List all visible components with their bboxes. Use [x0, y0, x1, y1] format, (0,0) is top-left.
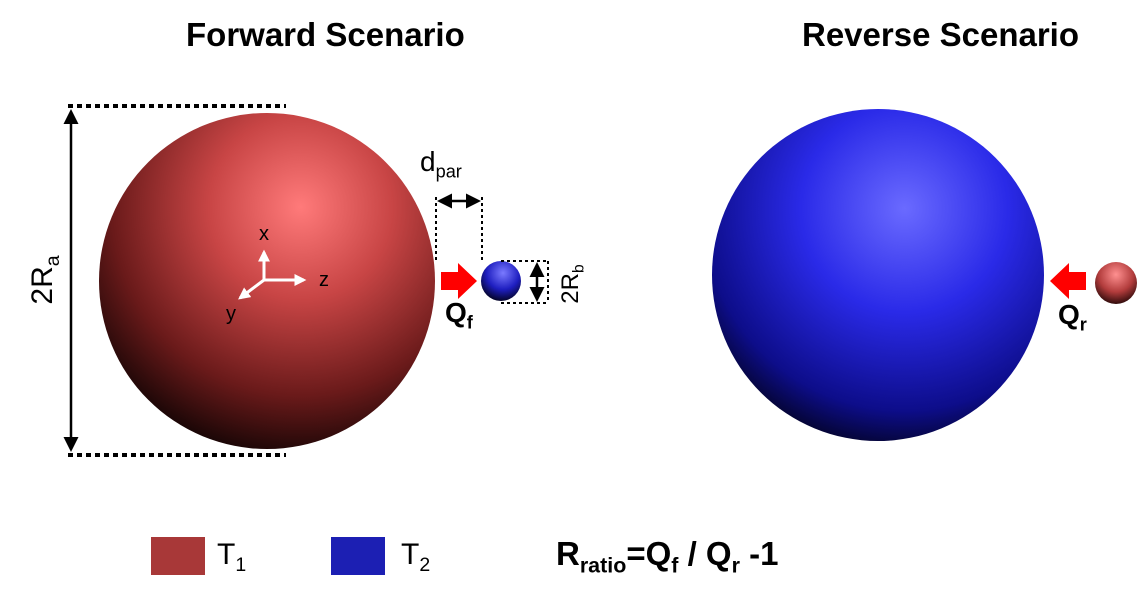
distance-label: dpar	[420, 146, 462, 182]
ratio-formula: Rratio=Qf / Qr -1	[556, 535, 779, 578]
legend-label-t1: T1	[217, 538, 247, 576]
forward-heat-flux-label: Qf	[445, 297, 473, 333]
x-axis-label: x	[259, 223, 269, 245]
diameter-a-label: 2Ra	[26, 255, 64, 305]
coordinate-axes	[238, 249, 307, 300]
y-axis-label: y	[226, 303, 236, 325]
reverse-scenario-title: Reverse Scenario	[802, 16, 1080, 53]
large-sphere-t2	[712, 109, 1044, 441]
legend-swatch-t2	[331, 537, 385, 575]
legend-swatch-t1	[151, 537, 205, 575]
forward-scenario-title: Forward Scenario	[186, 16, 465, 53]
reverse-heat-arrow	[1050, 263, 1086, 299]
reverse-heat-flux-label: Qr	[1058, 299, 1087, 335]
forward-heat-arrow	[441, 263, 477, 299]
z-axis-label: z	[319, 269, 329, 291]
small-sphere-t1	[1095, 262, 1137, 304]
diameter-b-label: 2Rb	[557, 264, 588, 304]
legend-label-t2: T2	[401, 538, 431, 576]
small-sphere-t2	[481, 261, 521, 301]
